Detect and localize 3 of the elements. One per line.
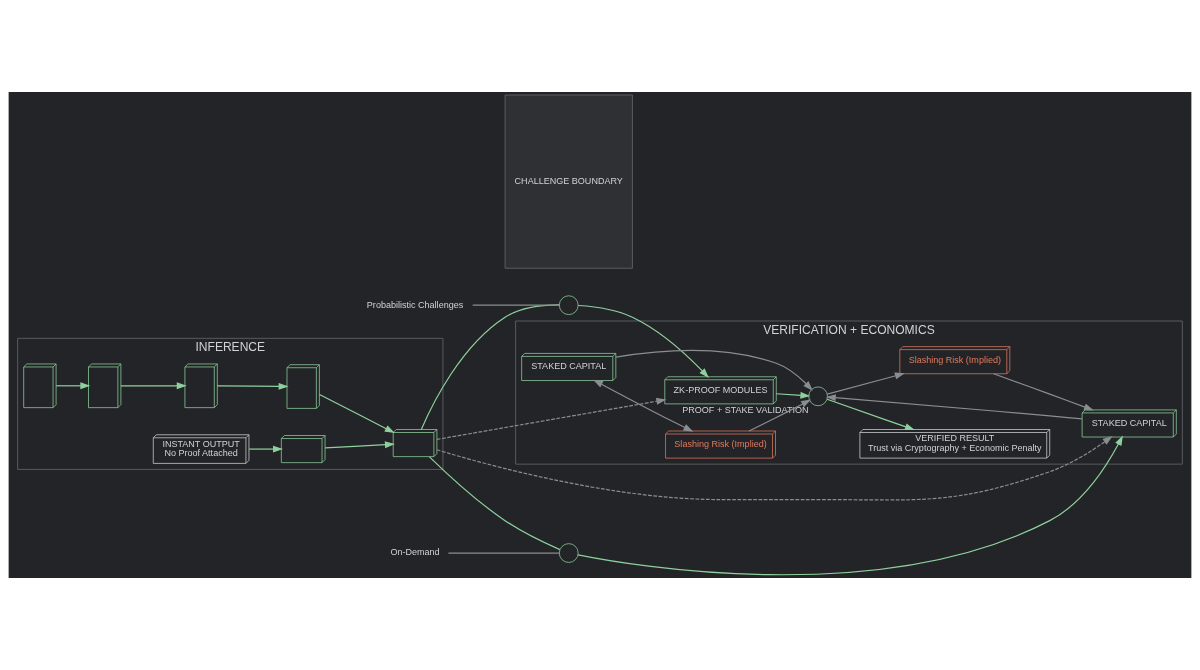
node-text: On-Demand xyxy=(390,547,440,558)
node-label: PROOF + STAKE VALIDATION xyxy=(682,405,809,415)
node-text: Probabilistic Challenges xyxy=(366,299,464,310)
